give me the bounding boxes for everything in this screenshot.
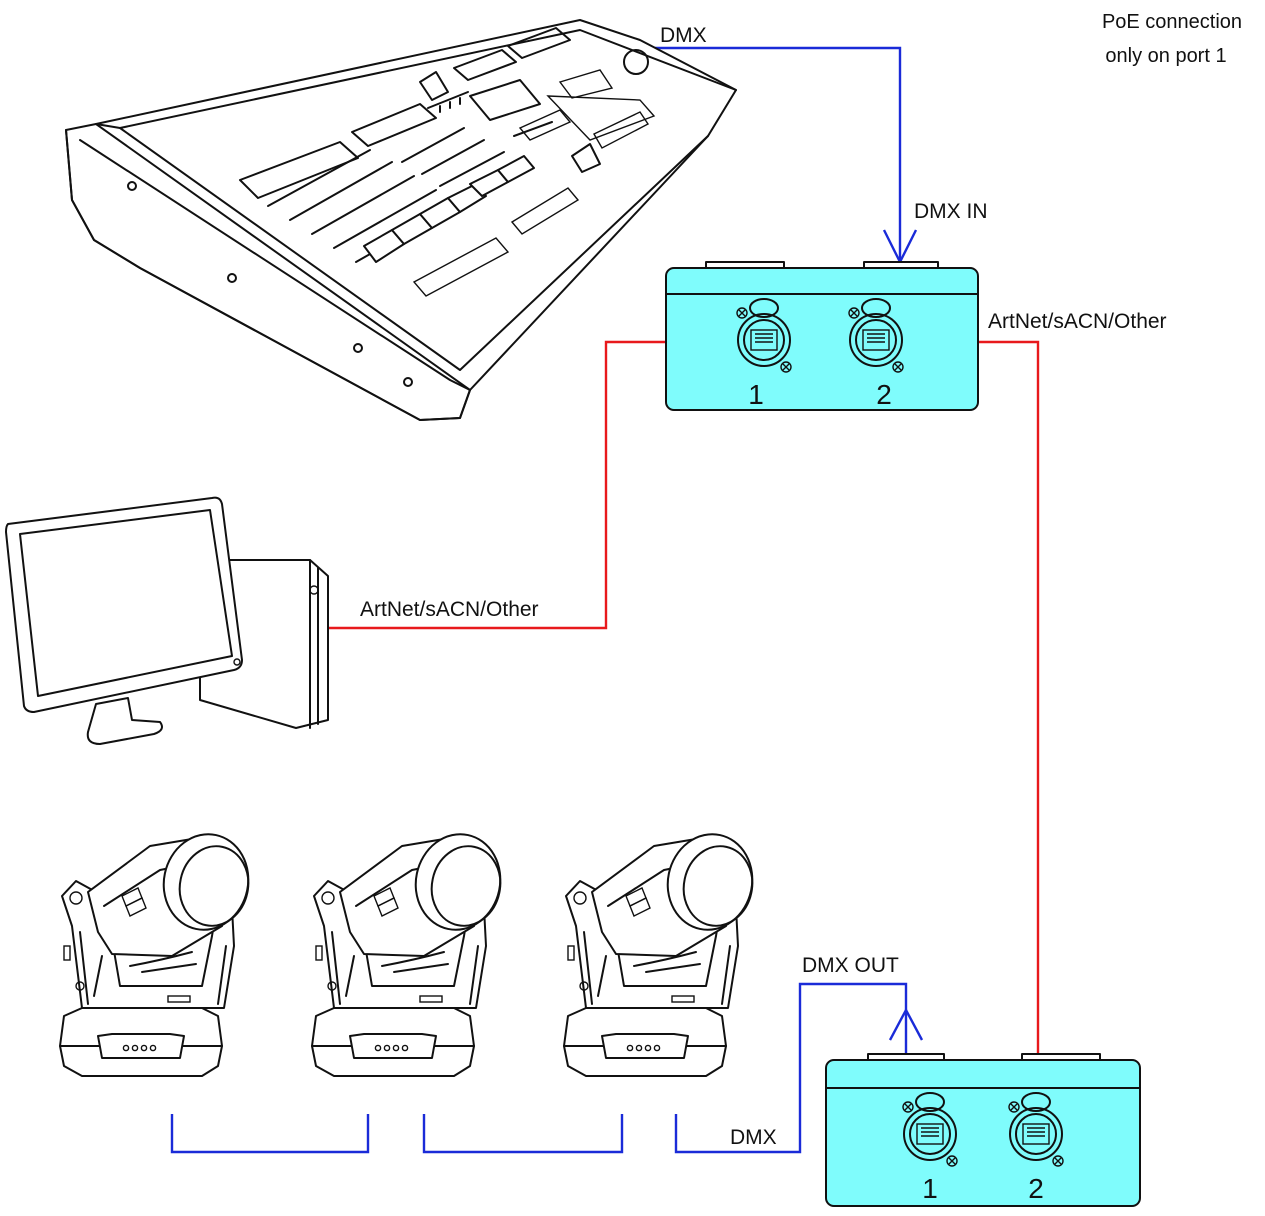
dmx-console-label: DMX [660,24,707,47]
bottom-node: 1 2 [825,1053,1141,1207]
dmx-in-label: DMX IN [914,200,988,223]
dmx-fixtures-label: DMX [730,1126,777,1149]
bottom-node-port-1-number: 1 [922,1173,938,1204]
top-node: 1 2 [665,261,979,411]
dmx-out-label: DMX OUT [802,954,899,977]
dmx-cable-fixture-2-3 [422,1114,624,1154]
moving-head-icon [563,825,763,1077]
network-pc-label: ArtNet/sACN/Other [360,598,539,621]
moving-head-icon [311,825,511,1077]
note-line-1: PoE connection [1102,11,1242,33]
dmx-cable-to-node [674,982,908,1154]
network-right-label: ArtNet/sACN/Other [988,310,1167,333]
moving-head-icon [59,825,259,1077]
note-line-2: only on port 1 [1105,45,1226,67]
top-node-port-2-number: 2 [876,379,892,410]
dmx-out-arrow [888,1007,924,1041]
computer-icon [5,496,329,745]
lighting-console-icon [65,19,737,421]
top-node-port-1-number: 1 [748,379,764,410]
bottom-node-port-2-number: 2 [1028,1173,1044,1204]
dmx-cable-console [628,46,902,262]
dmx-cable-fixture-1-2 [170,1114,370,1154]
